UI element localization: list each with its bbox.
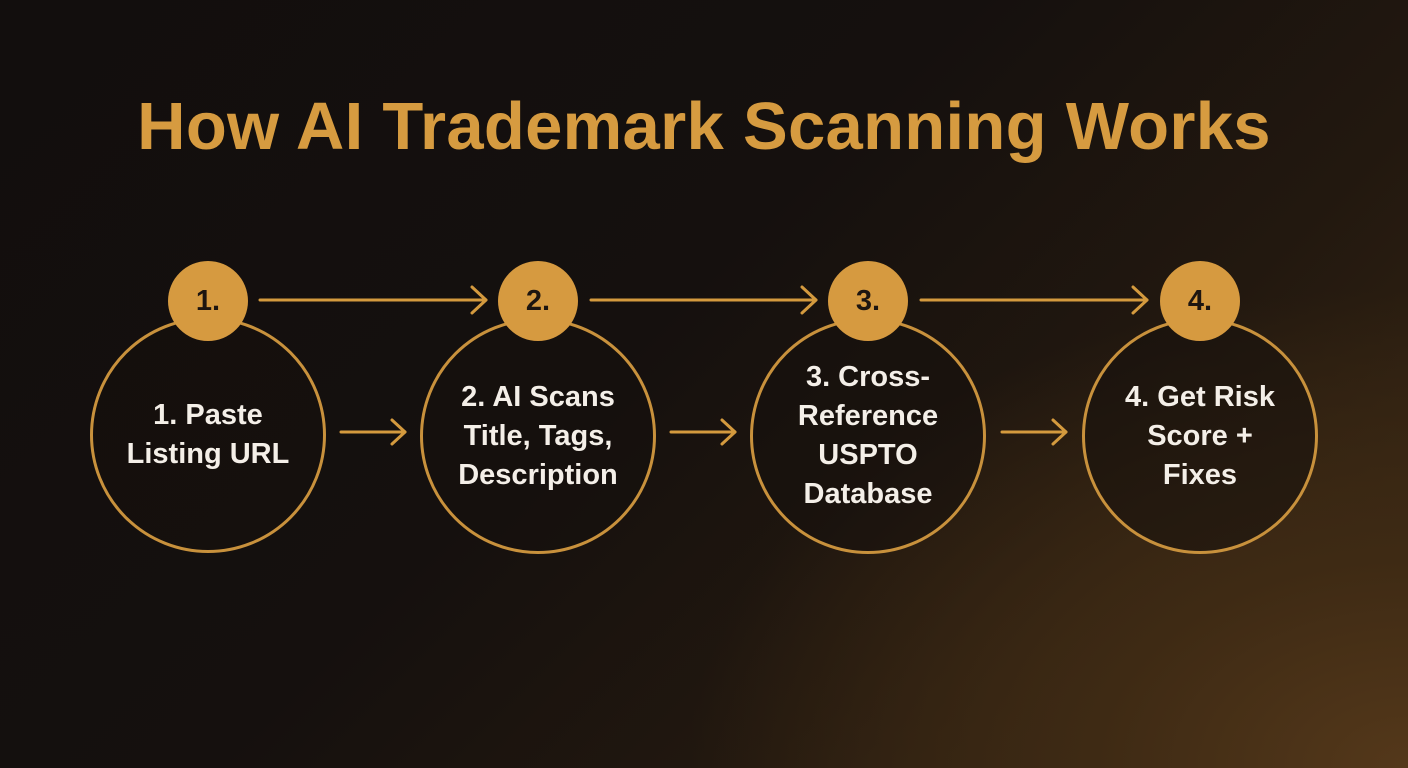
top-arrow-1-to-2-icon <box>258 285 488 315</box>
page-title: How AI Trademark Scanning Works <box>137 89 1271 164</box>
step-4-label: 4. Get Risk Score + Fixes <box>1125 380 1275 491</box>
step-4-badge: 4. <box>1160 261 1240 341</box>
step-2-label: 2. AI Scans Title, Tags, Description <box>458 380 618 491</box>
step-4-circle: 4. Get Risk Score + Fixes <box>1082 318 1318 554</box>
side-arrow-1-to-2-icon <box>339 418 407 446</box>
step-1-label: 1. Paste Listing URL <box>126 399 290 470</box>
step-1-circle: 1. Paste Listing URL <box>90 317 326 553</box>
step-3-badge: 3. <box>828 261 908 341</box>
side-arrow-2-to-3-icon <box>669 418 737 446</box>
step-2-circle: 2. AI Scans Title, Tags, Description <box>420 318 656 554</box>
step-2-badge: 2. <box>498 261 578 341</box>
step-3-circle: 3. Cross- Reference USPTO Database <box>750 318 986 554</box>
step-3-label: 3. Cross- Reference USPTO Database <box>797 361 939 510</box>
side-arrow-3-to-4-icon <box>1000 418 1068 446</box>
step-1-badge: 1. <box>168 261 248 341</box>
top-arrow-2-to-3-icon <box>589 285 818 315</box>
top-arrow-3-to-4-icon <box>919 285 1149 315</box>
